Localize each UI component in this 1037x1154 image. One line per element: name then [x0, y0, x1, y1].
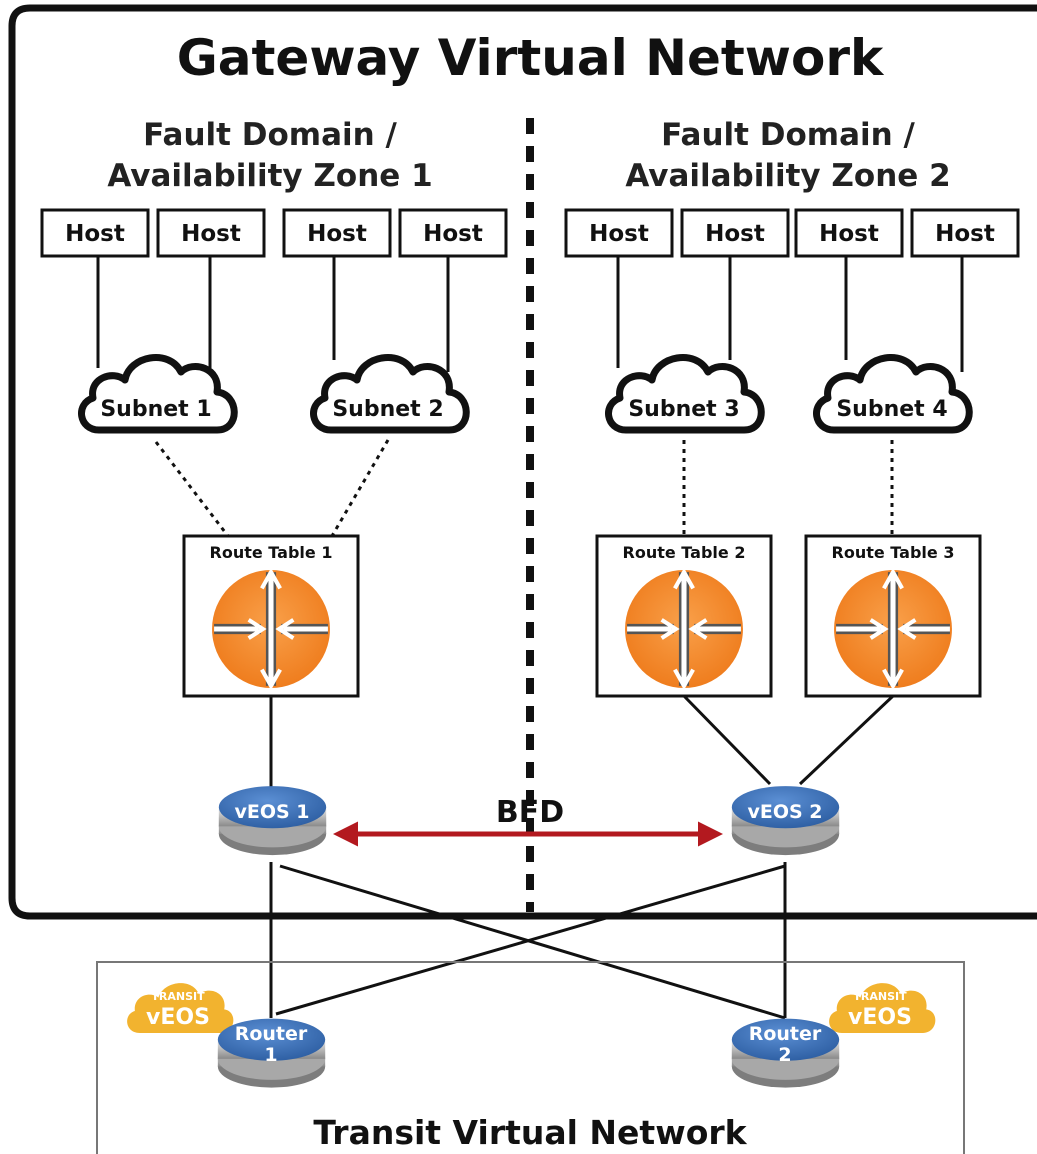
svg-text:vEOS 2: vEOS 2 — [747, 801, 822, 823]
svg-text:Host: Host — [589, 221, 649, 247]
host-box-1: Host — [40, 208, 150, 258]
transit-network-title: Transit Virtual Network — [313, 1113, 747, 1152]
router-node-2: Router 2 — [731, 1018, 840, 1088]
host-box-5: Host — [564, 208, 674, 258]
svg-text:Host: Host — [307, 221, 367, 247]
route-table-3: Route Table 3 — [804, 534, 982, 698]
gateway-network-frame — [8, 4, 1037, 920]
svg-text:Subnet 4: Subnet 4 — [836, 397, 947, 422]
svg-text:Router: Router — [749, 1023, 822, 1045]
zone-1-label-line1: Fault Domain / — [143, 117, 397, 153]
host-box-6: Host — [680, 208, 790, 258]
subnet-cloud-4: Subnet 4 — [817, 358, 970, 430]
svg-text:Host: Host — [423, 221, 483, 247]
host-box-7: Host — [794, 208, 904, 258]
subnet-cloud-2: Subnet 2 — [314, 358, 467, 430]
zone-2-label-line2: Availability Zone 2 — [625, 158, 950, 194]
diagram-title: Gateway Virtual Network — [177, 29, 885, 87]
svg-text:Host: Host — [705, 221, 765, 247]
host-links — [96, 256, 964, 372]
subnet-cloud-3: Subnet 3 — [609, 358, 762, 430]
host-box-4: Host — [398, 208, 508, 258]
transit-veos-badge-left: TRANSIT vEOS — [127, 983, 234, 1033]
router-icon — [625, 570, 743, 688]
svg-text:TRANSIT: TRANSIT — [853, 990, 907, 1003]
host-box-2: Host — [156, 208, 266, 258]
svg-text:Subnet 3: Subnet 3 — [628, 397, 739, 422]
svg-text:1: 1 — [264, 1044, 277, 1066]
svg-text:vEOS: vEOS — [848, 1005, 912, 1030]
veos-router-links — [269, 862, 787, 1020]
svg-text:Host: Host — [65, 221, 125, 247]
svg-text:Host: Host — [935, 221, 995, 247]
svg-text:Host: Host — [181, 221, 241, 247]
svg-text:Router: Router — [235, 1023, 308, 1045]
zone-2-label-line1: Fault Domain / — [661, 117, 915, 153]
svg-text:Subnet 2: Subnet 2 — [332, 397, 443, 422]
transit-veos-badge-right: TRANSIT vEOS — [829, 983, 936, 1033]
bfd-label: BFD — [496, 795, 564, 830]
zone-1-label-line2: Availability Zone 1 — [107, 158, 432, 194]
transit-network-frame — [96, 961, 965, 1154]
router-icon — [212, 570, 330, 688]
route-table-1: Route Table 1 — [182, 534, 360, 698]
veos-node-1: vEOS 1 — [218, 786, 327, 856]
svg-text:Host: Host — [819, 221, 879, 247]
subnet-cloud-1: Subnet 1 — [82, 358, 235, 430]
router-icon — [834, 570, 952, 688]
veos-node-2: vEOS 2 — [731, 786, 840, 856]
route-veos-links — [269, 694, 895, 788]
svg-text:Route Table 1: Route Table 1 — [210, 543, 333, 562]
svg-text:Subnet 1: Subnet 1 — [100, 397, 211, 422]
svg-text:Route Table 3: Route Table 3 — [832, 543, 955, 562]
router-node-1: Router 1 — [217, 1018, 326, 1088]
svg-text:vEOS: vEOS — [146, 1005, 210, 1030]
host-box-3: Host — [282, 208, 392, 258]
host-box-8: Host — [910, 208, 1020, 258]
route-table-2: Route Table 2 — [595, 534, 773, 698]
subnet-route-links — [154, 439, 894, 537]
svg-text:TRANSIT: TRANSIT — [151, 990, 205, 1003]
svg-text:2: 2 — [778, 1044, 791, 1066]
svg-text:vEOS 1: vEOS 1 — [234, 801, 309, 823]
svg-text:Route Table 2: Route Table 2 — [623, 543, 746, 562]
